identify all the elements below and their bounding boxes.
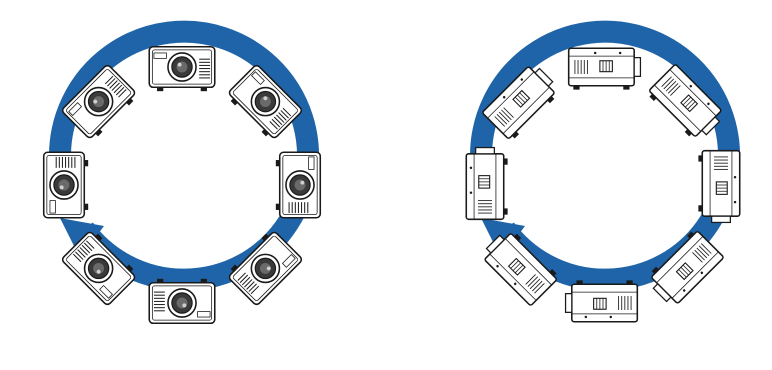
side-view-rotation-diagram xyxy=(465,20,741,323)
rotation-arc-right xyxy=(470,20,740,291)
projector-front-135deg xyxy=(224,227,304,307)
projector-side-270deg xyxy=(465,146,509,221)
projector-side-180deg xyxy=(564,279,639,323)
rotation-arc-left xyxy=(49,20,319,291)
projector-front-270deg xyxy=(42,151,89,219)
projector-side-0deg xyxy=(567,47,642,91)
projector-front-0deg xyxy=(148,45,216,92)
projector-front-180deg xyxy=(148,278,216,325)
projector-side-90deg xyxy=(697,149,741,224)
projector-front-90deg xyxy=(275,151,322,219)
front-view-rotation-diagram xyxy=(42,20,322,325)
